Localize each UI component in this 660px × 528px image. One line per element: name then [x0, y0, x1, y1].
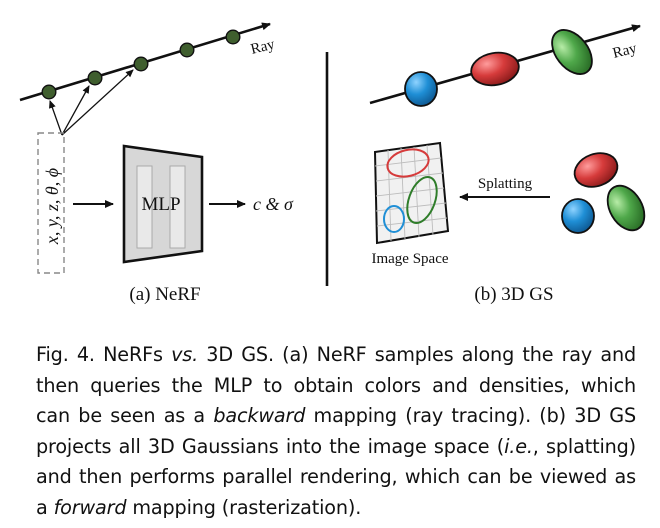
sample-point	[87, 70, 103, 86]
query-arrow	[61, 69, 134, 136]
caption-text: mapping (ray tracing). (b) 3D GS	[305, 404, 637, 427]
query-arrow	[61, 85, 90, 136]
sample-point	[133, 56, 149, 72]
mlp-inner-column	[169, 165, 186, 249]
caption-text: a	[36, 495, 54, 519]
gaussian-red	[573, 152, 619, 188]
caption-emphasis: i.e.	[504, 434, 533, 458]
caption-line: Fig. 4. NeRFs vs. 3D GS. (a) NeRF sample…	[36, 340, 636, 371]
caption-line: and then performs parallel rendering, wh…	[36, 462, 636, 493]
sample-point	[41, 84, 57, 100]
input-vector-label: x, y, z, θ, ϕ	[42, 168, 62, 245]
caption-line: can be seen as a backward mapping (ray t…	[36, 401, 636, 432]
projected-blue-splat	[383, 205, 405, 233]
gaussian-blue	[404, 71, 438, 107]
mlp-label: MLP	[141, 194, 180, 215]
sample-point	[179, 42, 195, 58]
caption-text: mapping (rasterization).	[126, 495, 362, 519]
caption-line: a forward mapping (rasterization).	[36, 493, 636, 524]
image-space-label: Image Space	[371, 251, 448, 267]
gs-ray-label: Ray	[611, 40, 639, 61]
caption-line: projects all 3D Gaussians into the image…	[36, 432, 636, 463]
gaussian-red	[470, 51, 520, 87]
caption-text: 3D GS. (a) NeRF samples along the ray an…	[198, 343, 636, 366]
output-label: c & σ	[253, 194, 294, 214]
gaussian-green	[606, 184, 646, 232]
gaussian-blue	[561, 198, 595, 234]
query-arrow	[49, 100, 63, 136]
projected-red-splat	[386, 148, 430, 178]
caption-text: projects all 3D Gaussians into the image…	[36, 434, 505, 458]
nerf-subcaption: (a) NeRF	[129, 284, 200, 305]
caption-text: can be seen as a	[36, 404, 214, 427]
sample-point	[225, 29, 241, 45]
gs-panel: Ray Image Space Splatting (b) 3D GS	[369, 24, 646, 305]
caption-text: then queries the MLP to obtain colors an…	[36, 373, 636, 397]
projected-green-splat	[406, 176, 438, 224]
splatting-label: Splatting	[478, 176, 533, 192]
input-dashed-box	[37, 132, 65, 274]
gaussian-green	[551, 29, 593, 75]
caption-emphasis: forward	[53, 495, 127, 519]
figure-caption: Fig. 4. NeRFs vs. 3D GS. (a) NeRF sample…	[36, 340, 636, 523]
nerf-panel: Ray x, y, z, θ, ϕ MLP c & σ (a) NeRF	[19, 22, 294, 305]
caption-emphasis: backward	[213, 404, 306, 427]
caption-emphasis: vs.	[171, 343, 199, 366]
caption-text: , splatting)	[532, 434, 636, 458]
caption-line: then queries the MLP to obtain colors an…	[36, 371, 636, 402]
caption-text: Fig. 4. NeRFs	[36, 343, 172, 366]
mlp-inner-column	[136, 165, 153, 249]
nerf-ray-label: Ray	[249, 36, 277, 57]
caption-text: and then performs parallel rendering, wh…	[36, 465, 636, 488]
nerf-vs-3dgs-figure: Ray x, y, z, θ, ϕ MLP c & σ (a) NeRF Ray	[19, 22, 646, 305]
gs-subcaption: (b) 3D GS	[474, 284, 553, 305]
